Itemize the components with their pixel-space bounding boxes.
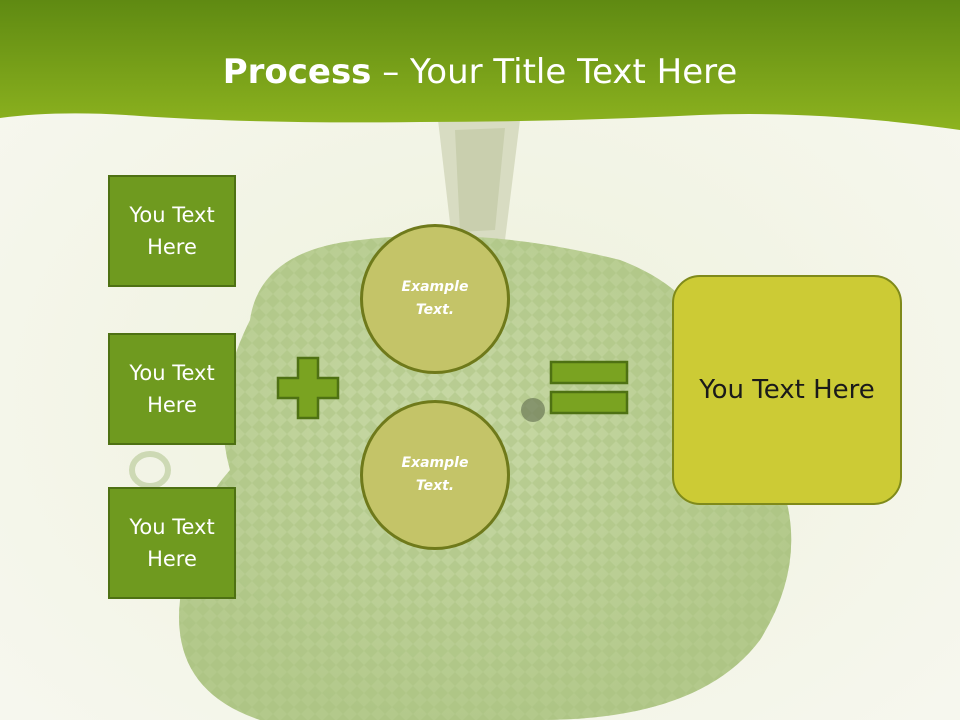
- title-rest: – Your Title Text Here: [371, 52, 738, 92]
- input-box-text: You Text Here: [129, 199, 214, 263]
- input-box-line: Here: [147, 235, 197, 259]
- circle-line: Text.: [415, 478, 455, 494]
- result-box: You Text Here: [672, 275, 902, 505]
- circle-text: Example Text.: [402, 452, 469, 498]
- circle-line: Text.: [415, 302, 455, 318]
- page-title: Process – Your Title Text Here: [0, 52, 960, 92]
- example-circle-1: Example Text.: [360, 224, 510, 374]
- header-banner: [0, 0, 960, 130]
- equals-icon: [549, 360, 629, 415]
- input-box-line: You Text: [129, 515, 215, 539]
- input-box-text: You Text Here: [129, 357, 214, 421]
- circle-text: Example Text.: [402, 276, 469, 322]
- circle-line: Example: [401, 279, 469, 295]
- title-bold: Process: [222, 52, 372, 92]
- input-box-3: You Text Here: [108, 487, 236, 599]
- input-box-1: You Text Here: [108, 175, 236, 287]
- input-box-line: You Text: [129, 361, 215, 385]
- circle-line: Example: [401, 455, 469, 471]
- input-box-line: You Text: [129, 203, 215, 227]
- input-box-text: You Text Here: [129, 511, 214, 575]
- result-text: You Text Here: [699, 375, 875, 405]
- input-box-line: Here: [147, 393, 197, 417]
- example-circle-2: Example Text.: [360, 400, 510, 550]
- plus-icon: [276, 356, 340, 420]
- input-box-2: You Text Here: [108, 333, 236, 445]
- input-box-line: Here: [147, 547, 197, 571]
